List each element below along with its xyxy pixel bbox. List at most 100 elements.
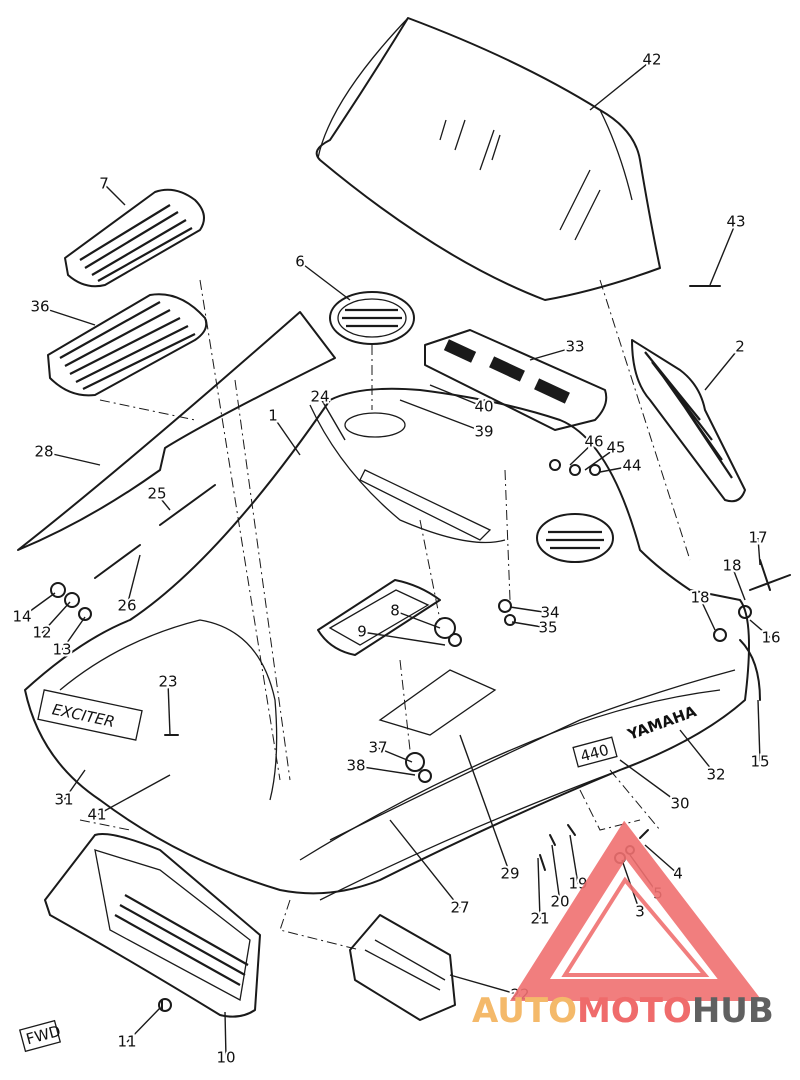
vent-grille-7 — [64, 188, 205, 288]
leader-line — [43, 451, 101, 466]
leader-line — [39, 306, 96, 326]
leader-line — [96, 774, 171, 816]
callout-3: 3 — [635, 903, 645, 921]
leader-line — [156, 493, 171, 511]
svg-text:AUTOMOTOHUB: AUTOMOTOHUB — [472, 991, 774, 1031]
leader-line — [509, 606, 551, 614]
leader-line — [599, 465, 633, 473]
leader-line — [394, 610, 441, 629]
leader-line — [709, 221, 737, 286]
leader-line — [511, 621, 549, 629]
assembly-lines — [79, 279, 691, 951]
hood-emblem: EXCITER — [37, 689, 143, 741]
leader-line — [63, 769, 86, 801]
leader-line — [377, 747, 413, 763]
callout-41: 41 — [87, 806, 106, 824]
leader-line — [757, 699, 761, 763]
hood-emblem-text: EXCITER — [51, 700, 117, 731]
callout-28: 28 — [34, 443, 53, 461]
side-decal-28 — [17, 311, 336, 551]
leader-line — [355, 765, 416, 776]
watermark-hub: HUB — [692, 991, 774, 1031]
leader-line — [569, 441, 595, 466]
leader-line — [529, 346, 576, 361]
callout-21: 21 — [530, 910, 549, 928]
leader-line — [103, 183, 126, 206]
callout-13: 13 — [52, 641, 71, 659]
leader-line — [299, 261, 351, 301]
leader-line — [537, 857, 541, 920]
leader-line — [41, 601, 71, 634]
callout-44: 44 — [622, 457, 641, 475]
callout-6: 6 — [295, 253, 305, 271]
leader-line — [167, 681, 171, 736]
callout-9: 9 — [357, 623, 367, 641]
callout-39: 39 — [474, 423, 493, 441]
leader-line — [749, 619, 772, 639]
callout-24: 24 — [310, 388, 329, 406]
leader-line — [389, 819, 461, 909]
hood-body — [24, 387, 750, 901]
leader-line — [272, 415, 301, 456]
callout-10: 10 — [216, 1049, 235, 1067]
watermark: AUTOMOTOHUB — [472, 820, 774, 1031]
watermark-moto: MOTO — [577, 991, 692, 1031]
leader-line — [644, 844, 679, 875]
leader-line — [429, 384, 485, 408]
callout-4: 4 — [673, 865, 683, 883]
headlight-housing-10 — [44, 833, 261, 1018]
hardware — [50, 285, 791, 1012]
leader-line — [21, 592, 56, 618]
leader-line — [449, 974, 521, 996]
callout-18: 18 — [722, 557, 741, 575]
model-badge: 440 — [572, 736, 618, 768]
callout-1: 1 — [268, 407, 278, 425]
callout-7: 7 — [99, 175, 109, 193]
callout-37: 37 — [368, 739, 387, 757]
callout-8: 8 — [390, 602, 400, 620]
callout-26: 26 — [117, 597, 136, 615]
callout-45: 45 — [606, 439, 625, 457]
fwd-tag: FWD — [18, 1019, 63, 1053]
vent-grille-6 — [329, 291, 415, 345]
leader-line — [704, 346, 741, 391]
callout-27: 27 — [450, 899, 469, 917]
leader-line — [569, 834, 579, 885]
callout-34: 34 — [540, 604, 559, 622]
leader-line — [731, 565, 746, 601]
vent-grille-2 — [631, 339, 746, 503]
leader-line — [126, 1007, 161, 1043]
callout-42: 42 — [642, 51, 661, 69]
leader-line — [589, 59, 653, 111]
hood-openings — [317, 412, 614, 736]
cable-25 — [94, 484, 216, 579]
callout-46: 46 — [584, 433, 603, 451]
windshield — [315, 17, 661, 301]
callout-11: 11 — [117, 1033, 136, 1051]
callout-15: 15 — [750, 753, 769, 771]
leader-line — [619, 759, 681, 805]
leader-line — [551, 844, 561, 903]
panel-33 — [424, 329, 608, 431]
callout-20: 20 — [550, 893, 569, 911]
bracket-22 — [349, 914, 456, 1021]
callout-36: 36 — [30, 298, 49, 316]
callout-40: 40 — [474, 398, 493, 416]
leader-lines — [21, 59, 772, 1059]
callout-25: 25 — [147, 485, 166, 503]
leader-line — [699, 597, 716, 631]
callout-33: 33 — [565, 338, 584, 356]
leader-line — [224, 1011, 227, 1059]
leader-line — [126, 554, 141, 607]
callout-30: 30 — [670, 795, 689, 813]
fwd-label: FWD — [24, 1022, 62, 1048]
side-brand-text: YAMAHA — [624, 702, 699, 744]
leader-line — [319, 396, 346, 441]
vent-grille-36 — [47, 293, 208, 397]
callout-31: 31 — [54, 791, 73, 809]
leader-line — [361, 631, 446, 646]
callout-12: 12 — [32, 624, 51, 642]
leader-line — [61, 616, 86, 651]
